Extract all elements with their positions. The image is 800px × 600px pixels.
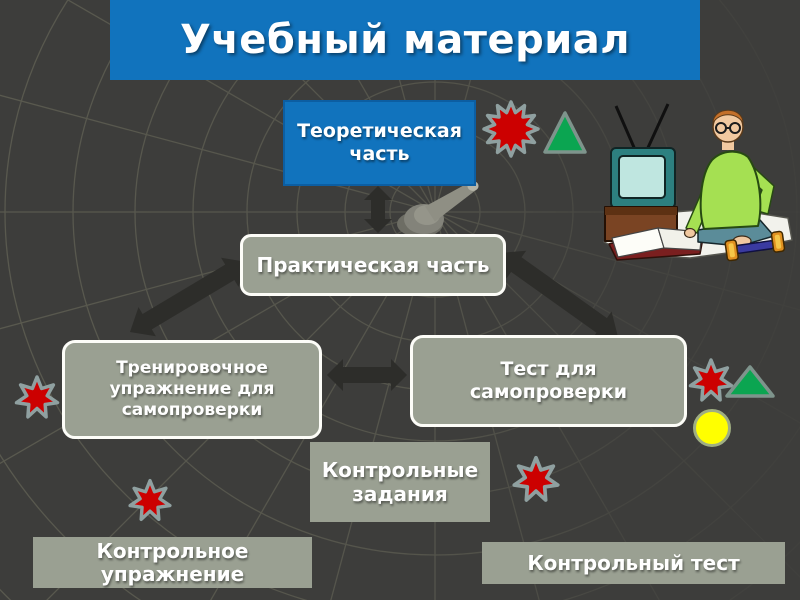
- node-label: Контрольный тест: [527, 550, 740, 575]
- node-label: Контрольное упражнение: [96, 538, 249, 586]
- slide-title: Учебный материал: [179, 17, 631, 63]
- double-arrow-practice-training: [130, 257, 247, 337]
- double-arrow-theory-practice: [364, 186, 392, 233]
- double-arrow-training-selftest: [327, 359, 407, 391]
- node-self-check-test[interactable]: Тест для самопроверки: [410, 335, 687, 427]
- node-theoretical-part[interactable]: Теоретическая часть: [283, 100, 476, 186]
- node-label: Тренировочное упражнение для самопроверк…: [109, 358, 275, 420]
- node-control-exercise[interactable]: Контрольное упражнение: [33, 537, 312, 588]
- triangle-icon: [725, 365, 775, 398]
- node-training-exercise[interactable]: Тренировочное упражнение для самопроверк…: [62, 340, 322, 439]
- double-arrow-practice-selftest: [500, 250, 618, 340]
- node-label: Контрольные задания: [321, 457, 479, 506]
- node-control-tasks[interactable]: Контрольные задания: [310, 442, 490, 522]
- node-label: Практическая часть: [256, 252, 490, 277]
- node-control-test[interactable]: Контрольный тест: [482, 542, 785, 584]
- person-reading-illustration: [603, 103, 793, 262]
- star-icon: [14, 375, 60, 419]
- circle-icon: [693, 409, 731, 447]
- triangle-icon: [543, 111, 587, 154]
- node-practical-part[interactable]: Практическая часть: [240, 234, 506, 296]
- star-icon: [512, 455, 560, 502]
- node-label: Теоретическая часть: [297, 119, 462, 165]
- slide-title-banner: Учебный материал: [110, 0, 700, 80]
- web-center-spike: [397, 181, 479, 237]
- node-label: Тест для самопроверки: [469, 357, 628, 403]
- star-icon: [128, 478, 172, 522]
- starburst-icon: [482, 100, 540, 158]
- star-icon: [688, 358, 734, 402]
